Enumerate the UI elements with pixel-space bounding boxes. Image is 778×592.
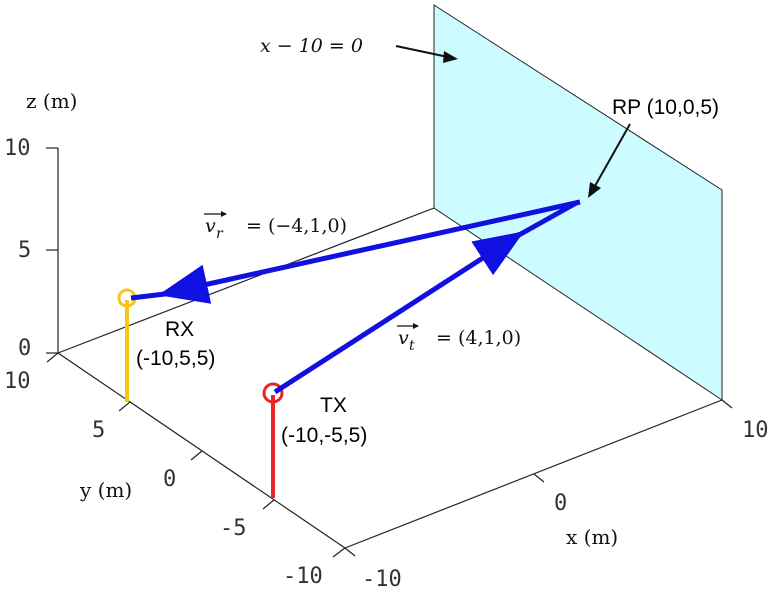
- x-tick-label: -10: [362, 567, 402, 592]
- tx-name-label: TX: [320, 394, 347, 417]
- x-tick-label: 10: [742, 418, 769, 443]
- tx-marker: [262, 382, 284, 404]
- plane-pointer-arrow: [395, 45, 458, 63]
- vector-vr: [158, 199, 581, 304]
- z-axis-label: z (m): [26, 89, 77, 113]
- z-tick-label: 5: [18, 238, 31, 263]
- axis-frame: [46, 147, 733, 558]
- rx-coords-label: (-10,5,5): [136, 347, 215, 370]
- x-axis-label: x (m): [566, 525, 618, 549]
- vector-vt-tail: [508, 199, 580, 243]
- rx-name-label: RX: [165, 318, 194, 341]
- rp-pointer-arrow: [588, 123, 631, 198]
- svg-text:t: t: [409, 338, 415, 354]
- svg-text:r: r: [216, 226, 224, 242]
- y-tick-label: 5: [92, 418, 105, 443]
- z-tick-label: 10: [4, 136, 31, 161]
- svg-text:= (−4,1,0): = (−4,1,0): [246, 215, 347, 237]
- rp-label: RP (10,0,5): [612, 96, 719, 119]
- y-tick-label: 0: [163, 467, 176, 492]
- vector-vt: [273, 231, 525, 395]
- vector-vt-label: v t = (4,1,0): [397, 323, 521, 354]
- y-tick-label: -5: [220, 516, 247, 541]
- x-tick-label: 0: [554, 491, 567, 516]
- z-tick-label: 0: [18, 336, 31, 361]
- y-tick-label: -10: [283, 564, 323, 589]
- y-tick-label: 10: [4, 369, 31, 394]
- tx-coords-label: (-10,-5,5): [281, 424, 367, 447]
- plane-equation: x − 10 = 0: [260, 35, 363, 57]
- vector-vr-label: v r = (−4,1,0): [204, 211, 347, 242]
- svg-text:v: v: [205, 215, 216, 237]
- svg-text:= (4,1,0): = (4,1,0): [436, 327, 521, 349]
- y-axis-label: y (m): [79, 478, 132, 502]
- vector-vr-tip: [130, 291, 166, 301]
- svg-text:v: v: [398, 327, 409, 349]
